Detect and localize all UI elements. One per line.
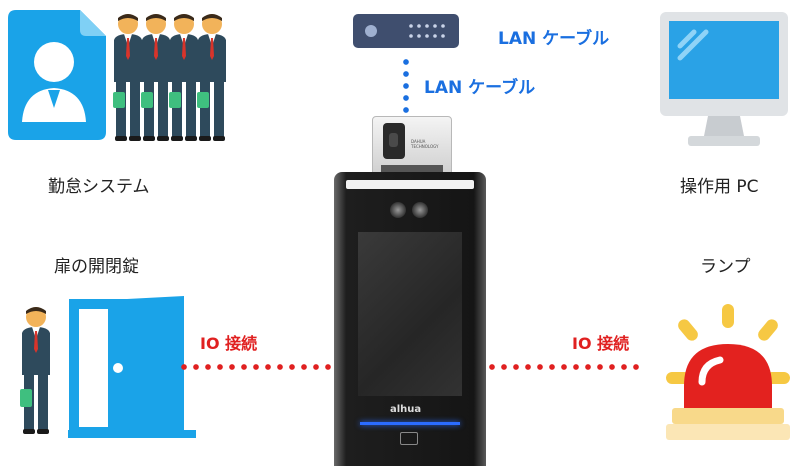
attendance-document-icon	[8, 10, 106, 140]
businessman-icon	[20, 307, 50, 434]
door-lock-label: 扉の開閉錠	[54, 257, 139, 277]
card-reader-icon	[400, 432, 418, 445]
operation-pc-label: 操作用 PC	[680, 177, 759, 197]
lan-cable-mid-label: LAN ケーブル	[424, 78, 536, 98]
businessmen-group-icon	[113, 14, 226, 141]
thermal-lens-highlight	[389, 133, 398, 147]
monitor-icon	[660, 12, 788, 146]
io-connection-left-label: IO 接続	[200, 334, 258, 353]
camera-brand-text: DAHUA TECHNOLOGY	[411, 139, 439, 149]
camera-bracket	[381, 165, 443, 175]
warning-lamp-icon	[666, 304, 790, 440]
io-connection-left-line	[178, 364, 334, 370]
attendance-system-label: 勤怠システム	[48, 177, 150, 197]
terminal-blue-light	[360, 422, 460, 425]
network-switch-icon	[353, 14, 459, 48]
terminal-brand-logo: alhua	[390, 404, 422, 415]
terminal-top-light-bar	[346, 180, 474, 189]
lan-cable-line	[403, 56, 409, 118]
open-door-icon	[68, 296, 196, 438]
terminal-camera-left	[390, 202, 406, 218]
io-connection-right-line	[486, 364, 642, 370]
terminal-camera-right	[412, 202, 428, 218]
lan-cable-top-label: LAN ケーブル	[498, 29, 610, 49]
thermal-camera-module: DAHUA TECHNOLOGY	[372, 116, 452, 176]
io-connection-right-label: IO 接続	[572, 334, 630, 353]
lamp-label: ランプ	[700, 257, 751, 277]
terminal-screen	[358, 232, 462, 396]
face-recognition-terminal: alhua	[334, 172, 486, 466]
